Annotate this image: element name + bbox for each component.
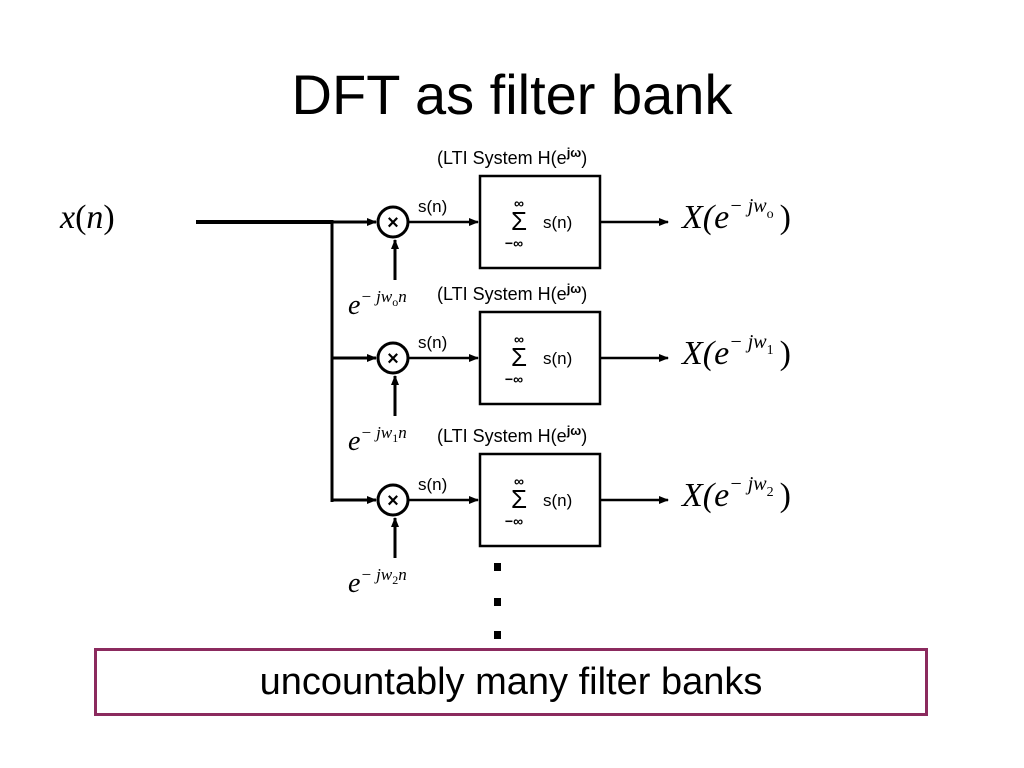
output-label: X(e− jwo) — [680, 195, 791, 236]
sum-lower-limit: −∞ — [505, 513, 523, 529]
signal-label: s(n) — [418, 333, 447, 352]
output-label: X(e− jw1) — [680, 331, 791, 372]
sum-upper-limit: ∞ — [514, 473, 524, 489]
lti-system-label: (LTI System H(ejω) — [437, 423, 587, 446]
lti-system-box — [478, 452, 602, 548]
lti-system-box — [478, 174, 602, 270]
filter-stage: × s(n) Σ∞ −∞ s(n) (LTI System H(ejω) X(e− jw2)… — [332, 423, 791, 599]
sum-symbol: Σ — [511, 206, 527, 236]
sum-term: s(n) — [543, 491, 572, 510]
multiplier-symbol: × — [387, 348, 399, 370]
slide-title: DFT as filter bank — [291, 63, 733, 126]
input-signal-label: x(n) — [59, 199, 115, 236]
sum-lower-limit: −∞ — [505, 235, 523, 251]
lti-system-label: (LTI System H(ejω) — [437, 145, 587, 168]
continuation-dot — [494, 563, 501, 571]
callout-text: uncountably many filter banks — [259, 660, 763, 703]
callout-box: uncountably many filter banks — [94, 648, 928, 716]
modulator-label: e− jw2n — [348, 565, 407, 599]
multiplier-symbol: × — [387, 490, 399, 512]
sum-term: s(n) — [543, 349, 572, 368]
lti-system-label: (LTI System H(ejω) — [437, 281, 587, 304]
signal-label: s(n) — [418, 197, 447, 216]
multiplier-symbol: × — [387, 212, 399, 234]
sum-upper-limit: ∞ — [514, 195, 524, 211]
sum-lower-limit: −∞ — [505, 371, 523, 387]
sum-term: s(n) — [543, 213, 572, 232]
filter-stage: × s(n) Σ∞ −∞ s(n) (LTI System H(ejω) X(e− jwo)… — [332, 145, 791, 321]
lti-system-box — [478, 310, 602, 406]
output-label: X(e− jw2) — [680, 473, 791, 514]
continuation-dot — [494, 598, 501, 606]
signal-label: s(n) — [418, 475, 447, 494]
sum-symbol: Σ — [511, 484, 527, 514]
continuation-dot — [494, 631, 501, 639]
modulator-label: e− jwon — [348, 287, 407, 321]
filter-stage: × s(n) Σ∞ −∞ s(n) (LTI System H(ejω) X(e− jw1)… — [332, 281, 791, 457]
modulator-label: e− jw1n — [348, 423, 407, 457]
sum-symbol: Σ — [511, 342, 527, 372]
sum-upper-limit: ∞ — [514, 331, 524, 347]
